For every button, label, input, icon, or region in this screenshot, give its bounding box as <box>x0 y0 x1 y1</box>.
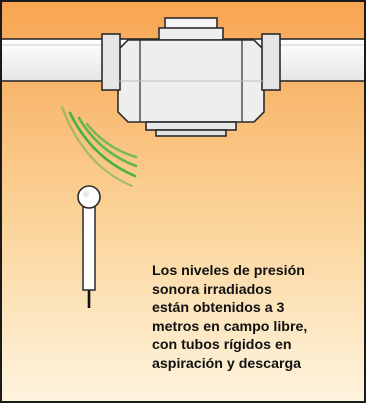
caption-line: Los niveles de presión <box>152 263 305 279</box>
sound-wave-arc <box>85 122 138 159</box>
fan-base <box>145 121 237 131</box>
caption-line: sonora irradiados <box>152 281 272 298</box>
microphone-head <box>77 185 101 209</box>
sound-wave-arc <box>68 111 137 178</box>
inline-duct-fan-icon <box>101 17 281 137</box>
sound-wave-arcs-icon <box>60 105 138 188</box>
sound-wave-arc <box>60 105 134 188</box>
caption-line: aspiración y descarga <box>152 355 302 372</box>
measurement-microphone-icon <box>77 185 101 308</box>
caption-line: metros en campo libre, <box>152 318 308 335</box>
caption-line: con tubos rígidos en <box>152 337 292 354</box>
measurement-caption: Los niveles de presión sonora irradiados… <box>152 262 362 374</box>
fan-left-flange <box>101 33 121 91</box>
fan-top-cap <box>158 27 224 41</box>
sound-wave-arc <box>77 116 138 168</box>
fan-right-flange <box>261 33 281 91</box>
fan-base-plate <box>155 129 227 137</box>
microphone-stem <box>82 205 96 291</box>
caption-line: están obtenidos a 3 <box>152 300 285 317</box>
